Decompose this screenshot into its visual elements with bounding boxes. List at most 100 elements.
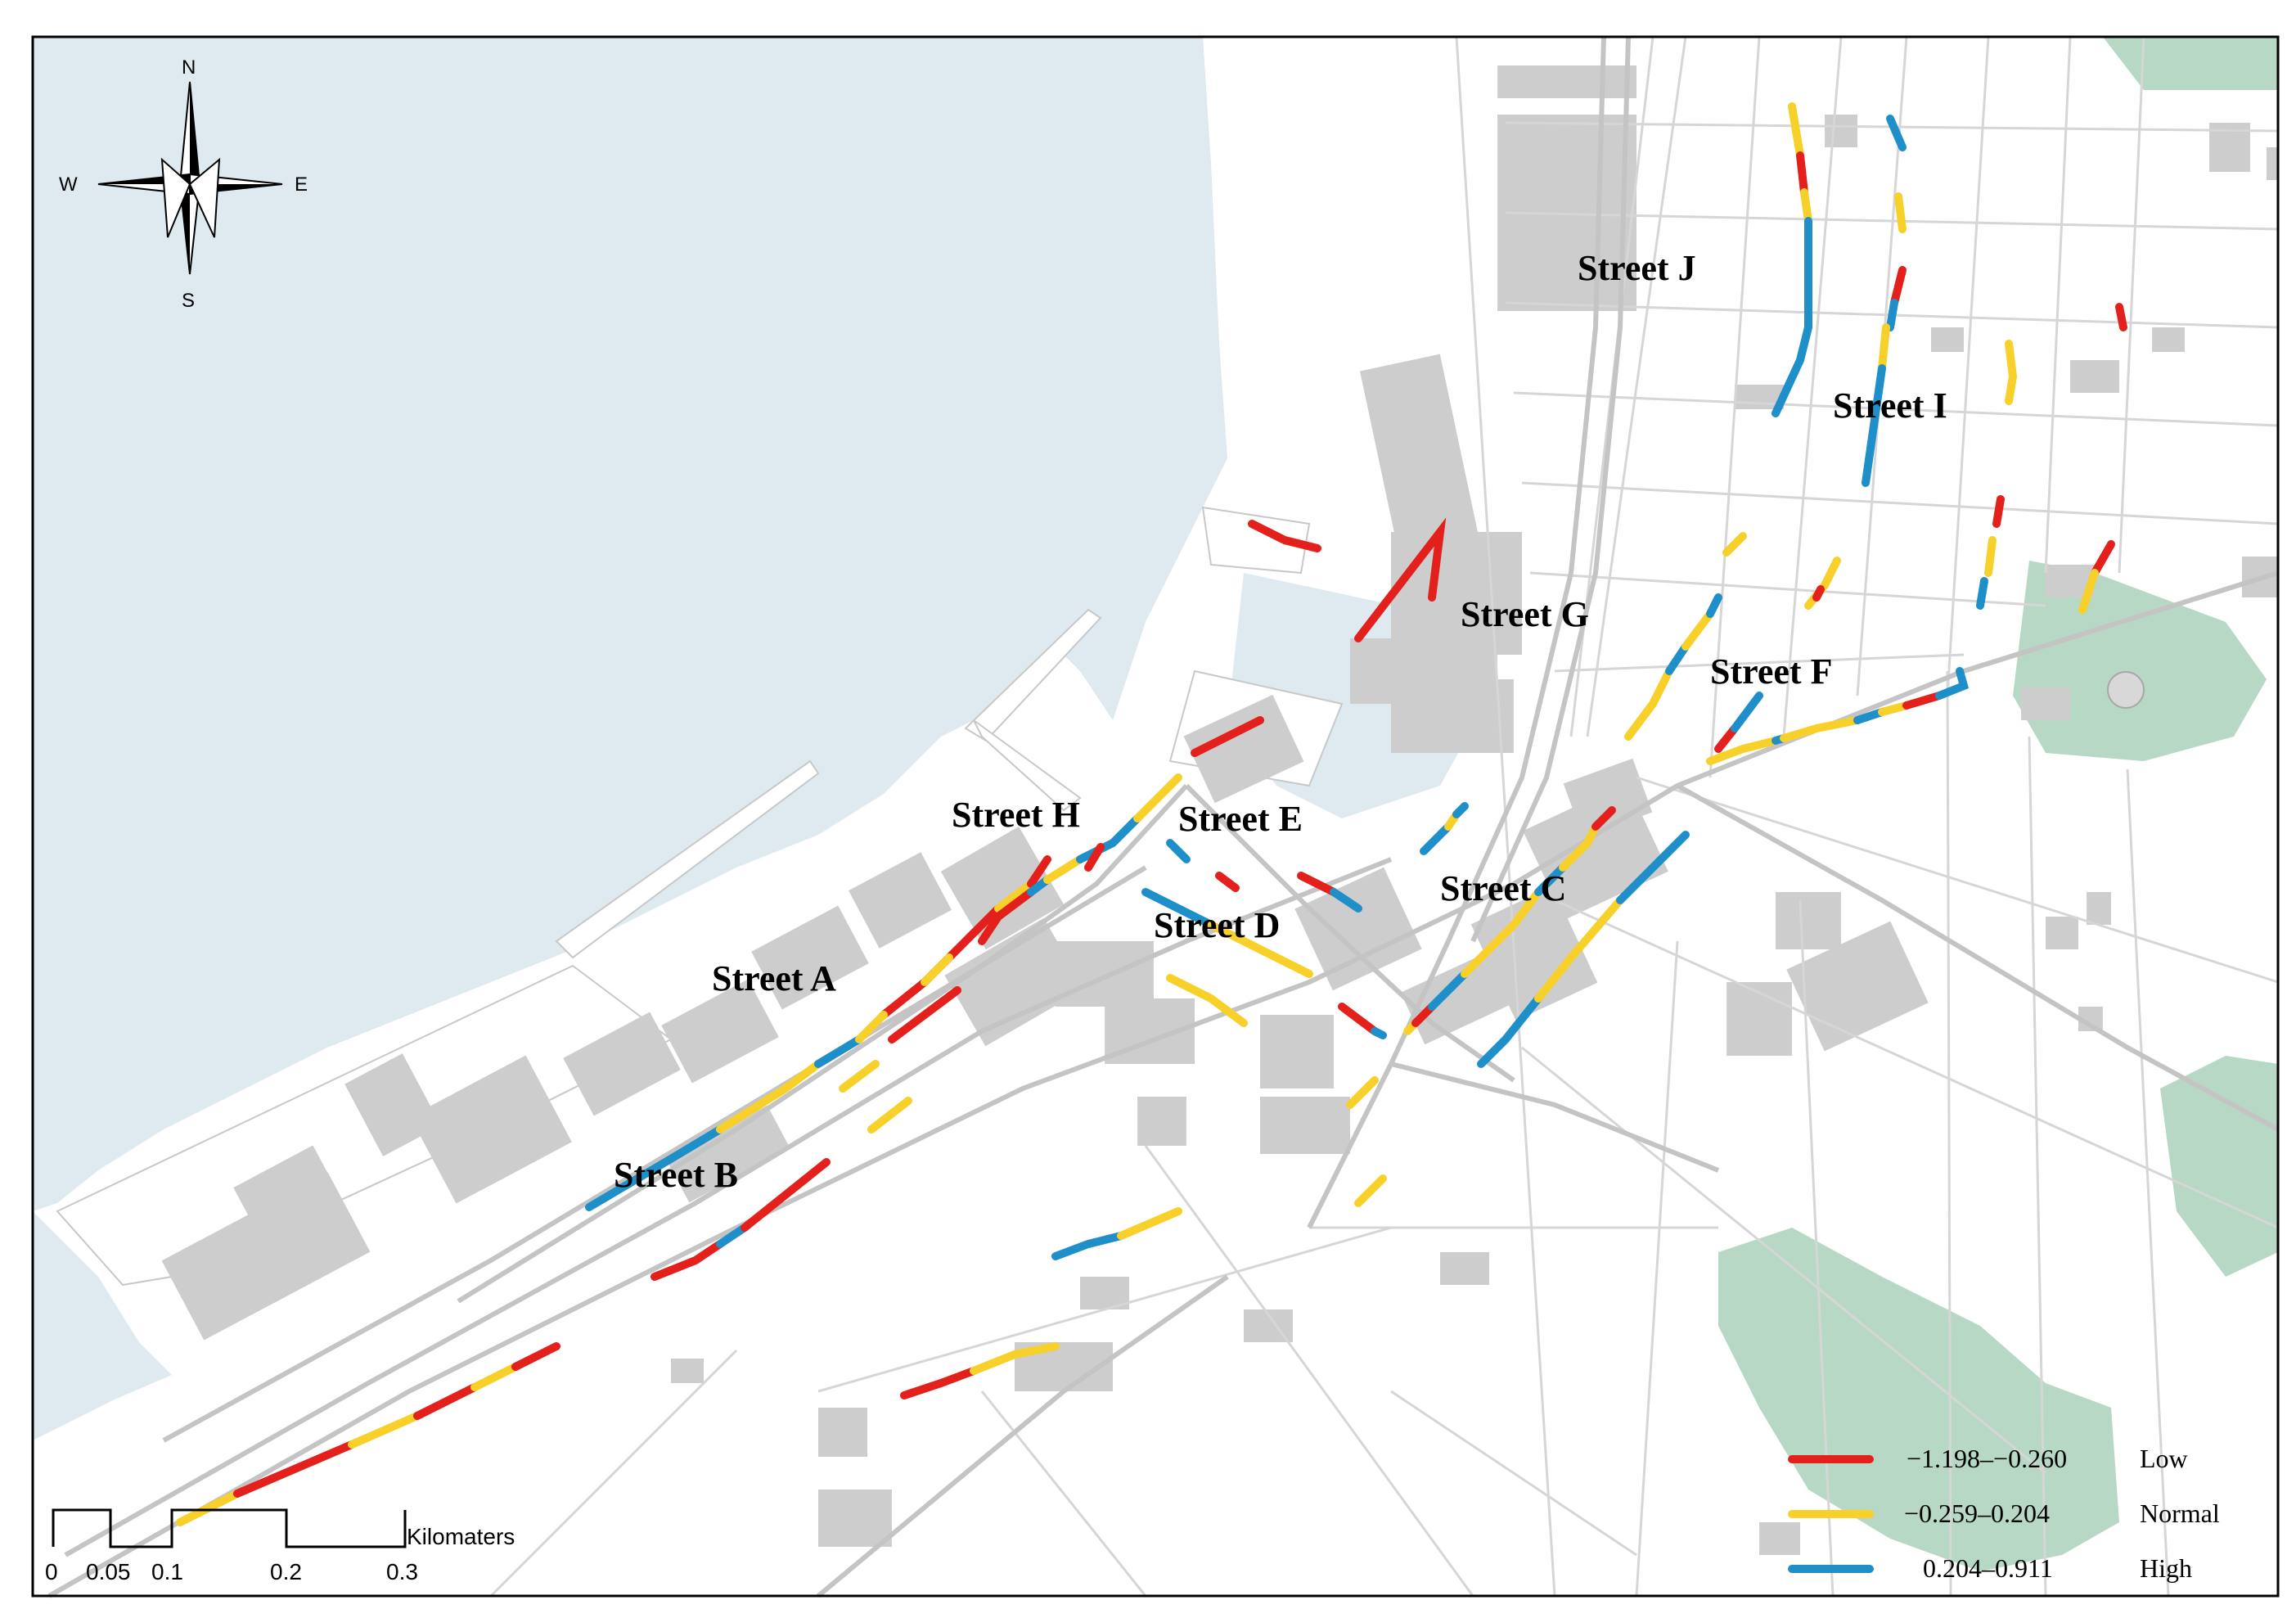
segment-normal	[1624, 667, 1673, 741]
segment-normal	[348, 1412, 421, 1449]
segment-high	[1477, 994, 1542, 1068]
pier	[973, 719, 1082, 812]
segment-high	[1886, 115, 1907, 151]
legend-class-low: Low	[2140, 1444, 2188, 1473]
segment-normal	[839, 1060, 880, 1093]
segment-normal	[970, 1342, 1060, 1375]
segment-normal	[1878, 323, 1890, 372]
segment-low	[1215, 872, 1240, 892]
segment-normal	[1812, 716, 1862, 732]
segment-normal	[1878, 701, 1911, 716]
segment-normal	[1681, 610, 1714, 651]
scale-tick-005: 0.05	[86, 1559, 131, 1584]
segment-normal	[855, 1011, 888, 1043]
street-label-d: Street D	[1154, 905, 1280, 945]
scale-tick-02: 0.2	[270, 1559, 302, 1584]
segment-normal	[1800, 188, 1812, 225]
segment-high	[1886, 299, 1898, 331]
segment-low	[1890, 266, 1907, 307]
segment-low	[1992, 495, 2005, 528]
segment-normal	[1788, 102, 1804, 160]
compass-arrow-south-shade	[180, 184, 190, 274]
street-label-a: Street A	[712, 958, 836, 998]
segment-low	[1902, 692, 1943, 710]
segment-normal	[921, 953, 953, 986]
segment-low	[741, 1158, 831, 1232]
segment-high	[1853, 708, 1886, 724]
street-label-b: Street B	[614, 1155, 738, 1195]
segment-normal	[1706, 737, 1780, 765]
segment-low	[1248, 520, 1321, 552]
segment-normal	[1780, 724, 1821, 742]
compass-rose: N S W E	[59, 56, 308, 312]
segment-low	[978, 888, 1035, 945]
legend-class-high: High	[2140, 1553, 2192, 1583]
street-label-j: Street J	[1578, 248, 1696, 288]
segment-normal	[1984, 536, 1997, 577]
scale-unit: Kilomaters	[407, 1524, 515, 1549]
segment-high	[1731, 692, 1763, 732]
segment-high	[1330, 888, 1362, 913]
segment-high	[716, 1224, 749, 1248]
compass-label-north: N	[182, 56, 196, 79]
segment-high	[1420, 823, 1452, 855]
segment-high	[814, 1035, 863, 1068]
segment-normal	[2005, 340, 2018, 405]
segment-low	[2091, 540, 2115, 577]
segment-low	[233, 1440, 356, 1498]
scale-bar: 0 0.05 0.1 0.2 0.3 Kilomaters	[45, 1508, 515, 1584]
legend-class-normal: Normal	[2140, 1499, 2220, 1528]
bay-water	[33, 37, 1227, 1211]
scale-tick-01: 0.1	[151, 1559, 183, 1584]
scale-tick-0: 0	[45, 1559, 58, 1584]
map-border	[31, 35, 2280, 1598]
segment-normal	[1461, 888, 1542, 978]
street-label-i: Street I	[1833, 385, 1947, 426]
segment-normal	[1117, 1207, 1182, 1240]
segment-low	[651, 1240, 724, 1281]
segment-high	[1772, 217, 1812, 417]
street-segments	[176, 102, 2127, 1526]
compass-diagonal	[160, 157, 191, 238]
segment-low	[1297, 872, 1338, 896]
street-label-f: Street F	[1710, 651, 1832, 692]
segment-normal	[2078, 569, 2099, 614]
park	[2013, 561, 2267, 761]
bay-water-left	[33, 1211, 172, 1440]
segment-high	[1166, 839, 1191, 863]
segment-normal	[1559, 823, 1600, 872]
segment-low	[2115, 303, 2127, 331]
legend-range-high: 0.204–0.911	[1923, 1553, 2053, 1583]
compass-label-south: S	[182, 290, 195, 312]
segment-high	[585, 1125, 724, 1211]
segment-high	[1862, 364, 1886, 487]
street-label-e: Street E	[1178, 799, 1303, 839]
segment-normal	[1133, 773, 1182, 823]
segment-low	[1714, 724, 1739, 753]
segment-high	[1428, 970, 1469, 1011]
compass-label-west: W	[59, 174, 78, 196]
segment-high	[1665, 642, 1690, 675]
segment-high	[1452, 802, 1469, 818]
compass-label-east: E	[295, 174, 308, 196]
street-label-c: Street C	[1440, 868, 1566, 908]
segment-high	[1371, 1027, 1387, 1039]
segment-low	[1191, 716, 1264, 757]
legend-range-low: −1.198–−0.260	[1907, 1444, 2067, 1473]
segment-normal	[470, 1363, 520, 1391]
segment-normal	[1894, 192, 1907, 233]
segment-high	[1051, 1232, 1125, 1260]
compass-arrow-north-shade	[190, 82, 200, 184]
segment-high	[1935, 667, 1970, 700]
street-label-h: Street H	[952, 795, 1080, 835]
segment-high	[1076, 814, 1141, 863]
segment-low	[1796, 151, 1808, 196]
segment-normal	[1207, 921, 1313, 978]
segment-low	[900, 1367, 978, 1399]
pier	[964, 608, 1102, 742]
street-label-g: Street G	[1461, 594, 1589, 634]
scale-bar-line	[52, 1508, 407, 1548]
segment-normal	[1722, 532, 1747, 557]
segment-normal	[1043, 855, 1084, 884]
segment-low	[1354, 517, 1447, 642]
